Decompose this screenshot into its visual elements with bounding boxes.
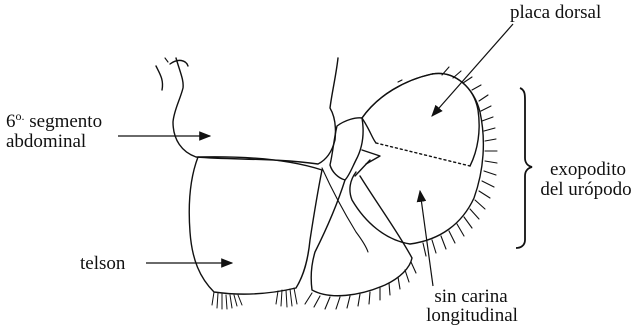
- uropod-setae: [305, 67, 497, 309]
- abdominal-segment-6: [173, 58, 338, 164]
- carina-label-line2: longitudinal: [410, 306, 534, 326]
- segment-label-line1: 6o. segmento: [6, 112, 102, 132]
- exopod-label-line2: del urópodo: [534, 180, 638, 200]
- carina-label-line1: sin carina: [416, 287, 526, 307]
- dorsal-plate-outline: [362, 73, 479, 166]
- telson-setae: [212, 288, 297, 309]
- telson-label: telson: [80, 254, 125, 274]
- ordinal-suffix: o.: [16, 109, 25, 123]
- dorsal-suture: [376, 143, 470, 166]
- exopod-brace: [516, 88, 532, 248]
- arrow-dorsal-plate: [432, 24, 513, 116]
- dorsal-plate-label: placa dorsal: [510, 3, 601, 23]
- uropod-endopod: [311, 176, 412, 296]
- telson-outline: [189, 157, 322, 294]
- uropod-exopod: [350, 73, 483, 244]
- segment-label-line2: abdominal: [6, 132, 86, 152]
- exopod-label-line1: exopodito: [540, 160, 636, 180]
